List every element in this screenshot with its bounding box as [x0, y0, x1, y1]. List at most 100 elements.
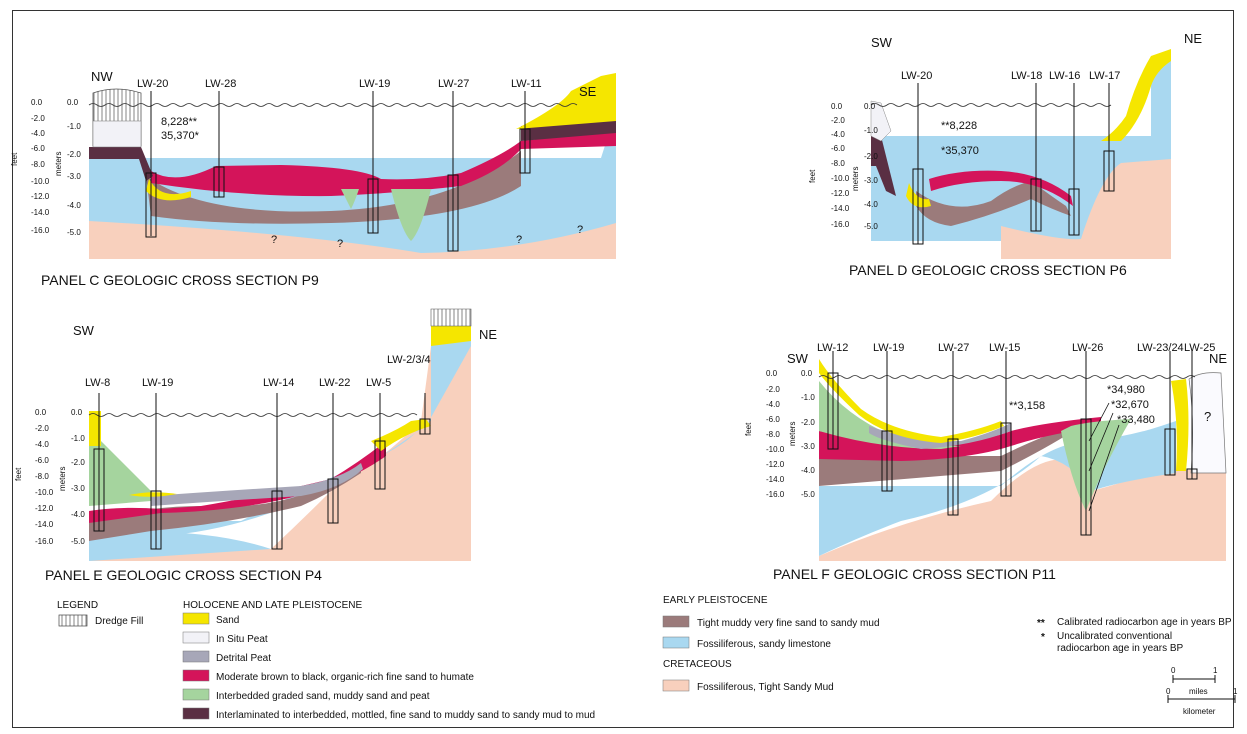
legend-cretaceous-heading: CRETACEOUS [663, 659, 732, 670]
panel-d-date-2: *35,370 [941, 145, 979, 157]
panel-f-interbedded [819, 381, 1131, 511]
panel-e-m-4: -4.0 [71, 510, 85, 519]
panel-e-ft-12: -12.0 [35, 504, 54, 513]
panel-d-interlaminated [871, 136, 896, 196]
panel-f-well-lw2324: LW-23/24 [1137, 342, 1184, 354]
panel-c-ft-12: -12.0 [31, 192, 50, 201]
panel-e-well-lw22: LW-22 [319, 377, 350, 389]
scale-miles-1: 1 [1213, 666, 1218, 675]
panel-f-ft-4: -4.0 [766, 400, 780, 409]
panel-c-meters-label: meters [54, 152, 63, 176]
panel-d-ft-16: -16.0 [831, 220, 850, 229]
panel-f-well-lw27: LW-27 [938, 342, 969, 354]
panel-d-m-2: -2.0 [864, 152, 878, 161]
panel-d-well-lw20: LW-20 [901, 70, 932, 82]
panel-f-well-lw25: LW-25 [1184, 342, 1215, 354]
panel-d-well-lw18: LW-18 [1011, 70, 1042, 82]
panel-f-m-4: -4.0 [801, 466, 815, 475]
panel-e-title: PANEL E GEOLOGIC CROSS SECTION P4 [45, 567, 322, 583]
panel-d-feet-label: feet [808, 169, 817, 183]
legend-swatch-interbedded [182, 688, 210, 701]
panel-f-date-2: *34,980 [1107, 384, 1145, 396]
panel-d-cretaceous [1001, 159, 1171, 259]
panel-e-m-3: -3.0 [71, 484, 85, 493]
panel-d-peat [870, 100, 892, 142]
panel-d-m-5: -5.0 [864, 222, 878, 231]
panel-e-m-0: 0.0 [71, 408, 83, 417]
panel-c-m-4: -4.0 [67, 201, 81, 210]
panel-f-ft-16: -16.0 [766, 490, 785, 499]
panel-f-date-3: *32,670 [1111, 399, 1149, 411]
panel-e-feet-label: feet [14, 467, 23, 481]
panel-f-ft-12: -12.0 [766, 460, 785, 469]
panel-c-date-1: 8,228** [161, 116, 198, 128]
scale-miles-label: miles [1189, 687, 1208, 696]
panel-f-meters-label: meters [788, 422, 797, 446]
panel-c-ft-14: -14.0 [31, 208, 50, 217]
panel-c-well-lw28: LW-28 [205, 78, 236, 90]
panel-c-ft-6: -6.0 [31, 144, 45, 153]
panel-f-ft-6: -6.0 [766, 415, 780, 424]
panel-e-well-lw14: LW-14 [263, 377, 294, 389]
panel-e-ft-14: -14.0 [35, 520, 54, 529]
panel-f-dir-right: NE [1209, 351, 1227, 366]
panel-f-dir-left: SW [787, 351, 809, 366]
panel-c-dir-left: NW [91, 69, 113, 84]
panel-f-title: PANEL F GEOLOGIC CROSS SECTION P11 [773, 566, 1056, 582]
panel-c-ft-8: -8.0 [31, 160, 45, 169]
panel-f-m-1: -1.0 [801, 393, 815, 402]
panel-e-sand-lens [129, 492, 177, 497]
panel-e: LW-8 LW-19 LW-14 LW-22 LW-5 LW-2/3/4 SW … [14, 308, 497, 583]
panel-e-meters-label: meters [58, 467, 67, 491]
legend-note-calibrated: Calibrated radiocarbon age in years BP [1057, 617, 1232, 628]
panel-e-ft-0: 0.0 [35, 408, 47, 417]
legend-swatch-dredge [58, 614, 88, 627]
panel-d-dir-left: SW [871, 35, 893, 50]
panel-c-ft-16: -16.0 [31, 226, 50, 235]
panel-c-question-2: ? [337, 238, 343, 250]
panel-f-m-2: -2.0 [801, 418, 815, 427]
panel-c-well-lw19: LW-19 [359, 78, 390, 90]
panel-e-well-lw5: LW-5 [366, 377, 391, 389]
panel-c-interbedded-2 [391, 189, 431, 241]
panel-c-question-1: ? [271, 234, 277, 246]
panel-f-m-5: -5.0 [801, 490, 815, 499]
panel-e-dir-left: SW [73, 323, 95, 338]
panel-d-m-0: 0.0 [864, 102, 876, 111]
panel-e-cretaceous [89, 346, 471, 561]
panel-e-ft-6: -6.0 [35, 456, 49, 465]
legend-organic: Moderate brown to black, organic-rich fi… [216, 672, 474, 683]
panel-d-date-1: **8,228 [941, 120, 977, 132]
panel-f-well-lw15: LW-15 [989, 342, 1020, 354]
panel-d-well-lw17: LW-17 [1089, 70, 1120, 82]
legend-swatch-tight-mud [662, 615, 690, 628]
panel-f-sand-right [1171, 379, 1189, 471]
legend-swatch-sand [182, 612, 210, 625]
panel-e-ft-4: -4.0 [35, 440, 49, 449]
panel-e-dir-right: NE [479, 327, 497, 342]
panel-c-ft-2: -2.0 [31, 114, 45, 123]
panel-d-limestone [871, 56, 1171, 241]
panel-d-ft-14: -14.0 [831, 204, 850, 213]
legend: LEGEND Dredge Fill HOLOCENE AND LATE PLE… [57, 595, 1238, 721]
legend-note-uncalibrated-symbol: * [1041, 632, 1045, 643]
panel-e-m-1: -1.0 [71, 434, 85, 443]
panel-f-question: ? [1204, 409, 1211, 424]
panel-f-detrital [869, 423, 1011, 449]
panel-f-well-lw12: LW-12 [817, 342, 848, 354]
panel-c-m-1: -1.0 [67, 122, 81, 131]
legend-note-uncalibrated-1: Uncalibrated conventional [1057, 631, 1172, 642]
legend-interlaminated: Interlaminated to interbedded, mottled, … [216, 710, 595, 721]
panel-c-m-5: -5.0 [67, 228, 81, 237]
panel-d-ft-4: -4.0 [831, 130, 845, 139]
panel-d-tight-mud [916, 181, 1071, 226]
panel-e-well-lw8: LW-8 [85, 377, 110, 389]
panel-d-ft-8: -8.0 [831, 159, 845, 168]
panel-c-feet-label: feet [10, 152, 19, 166]
panel-d: LW-20 LW-18 LW-16 LW-17 **8,228 *35,370 … [808, 31, 1202, 278]
panel-d-title: PANEL D GEOLOGIC CROSS SECTION P6 [849, 262, 1127, 278]
panel-c-well-lw20: LW-20 [137, 78, 168, 90]
panel-c-title: PANEL C GEOLOGIC CROSS SECTION P9 [41, 272, 319, 288]
panel-d-ft-10: -10.0 [831, 174, 850, 183]
panel-d-m-4: -4.0 [864, 200, 878, 209]
